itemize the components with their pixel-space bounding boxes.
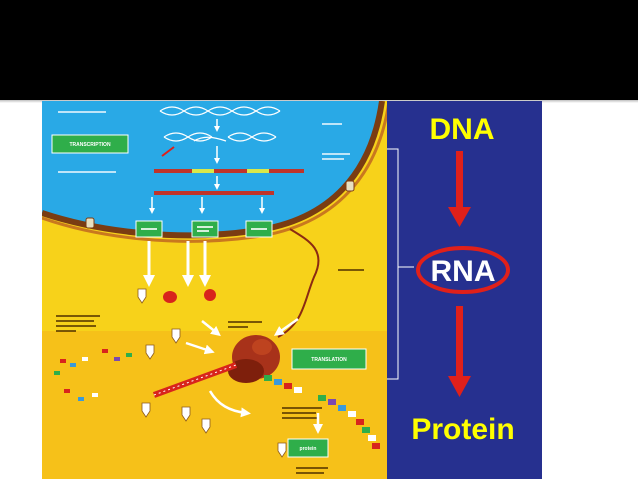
flow-rna-label: RNA xyxy=(431,255,496,288)
slide-title-band xyxy=(0,0,638,100)
central-dogma-figure: TRANSCRIPTION xyxy=(42,101,542,479)
mrna-codon-chain xyxy=(264,375,380,449)
flow-dna-label: DNA xyxy=(430,113,495,146)
translation-box: TRANSLATION xyxy=(291,348,367,370)
cytoplasm-arrows xyxy=(185,317,323,434)
flow-arrows xyxy=(448,151,471,397)
export-arrows xyxy=(143,241,211,287)
rna-highlight-oval xyxy=(416,246,510,294)
bracket-connectors xyxy=(387,148,414,380)
cytoplasm-annotations xyxy=(56,269,364,474)
protein-box: protein xyxy=(287,438,329,458)
dna-helix xyxy=(159,106,281,142)
rna-type-boxes xyxy=(135,220,273,238)
transcription-label: TRANSCRIPTION xyxy=(69,142,111,148)
polypeptide-chain xyxy=(152,362,238,398)
pre-mrna-strand xyxy=(154,169,304,195)
free-amino-acids xyxy=(54,349,132,401)
translation-label: TRANSLATION xyxy=(311,357,347,363)
nucleus-annotations xyxy=(58,111,350,173)
transcription-box: TRANSCRIPTION xyxy=(51,134,129,154)
ribosome-subunits xyxy=(163,289,216,303)
trna-molecules xyxy=(137,288,287,458)
flow-protein-label: Protein xyxy=(411,413,514,446)
ribosome xyxy=(228,335,280,383)
protein-box-label: protein xyxy=(300,446,317,452)
